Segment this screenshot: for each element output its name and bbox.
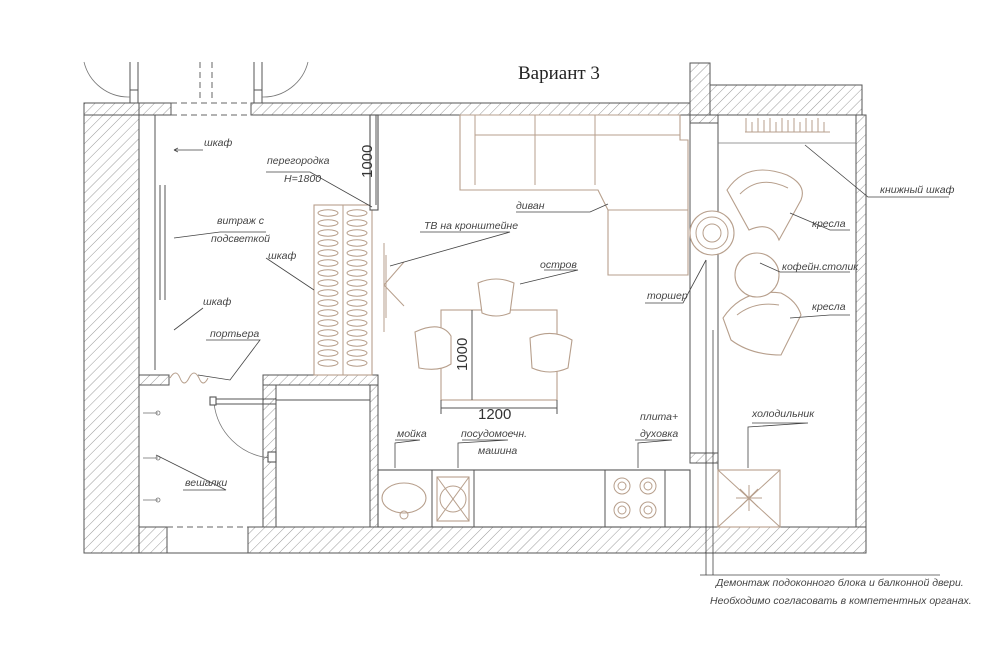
bottom-wall-left [138, 526, 168, 554]
partition-ornament [346, 269, 368, 277]
partition-ornament [346, 329, 368, 337]
label-tv: ТВ на кронштейне [424, 220, 518, 232]
floor-lamp [689, 210, 735, 256]
balcony-wall-top [709, 84, 863, 116]
partition-ornament [346, 259, 368, 267]
label-wardrobe-mid: шкаф [268, 250, 297, 262]
partition-ornament [317, 239, 339, 247]
partition-ornament [346, 249, 368, 257]
left-wall [83, 102, 140, 554]
label-wardrobe-top: шкаф [204, 137, 233, 149]
partition-ornament [346, 359, 368, 367]
kitchen-counter [377, 469, 691, 528]
partition-ornament [317, 229, 339, 237]
labels: шкаф перегородка H=1800 витраж с подсвет… [185, 137, 972, 607]
partition-ornament [317, 249, 339, 257]
top-wall-main [250, 102, 696, 116]
label-dishwasher-2: машина [478, 445, 517, 457]
label-bookcase: книжный шкаф [880, 184, 955, 196]
chair-top [477, 278, 515, 317]
chair-right [529, 332, 573, 373]
partition-ornament [346, 229, 368, 237]
label-stained-glass-2: подсветкой [211, 233, 270, 245]
kitchen-zone [377, 469, 691, 528]
partition-ornament [317, 209, 339, 217]
label-partition-height: H=1800 [284, 173, 321, 185]
note-line-1: Демонтаж подоконного блока и балконной д… [715, 577, 964, 589]
partition-ornament [317, 339, 339, 347]
label-stove: плита+ [640, 411, 678, 423]
partition-ornament [346, 309, 368, 317]
label-hangers: вешалки [185, 477, 227, 489]
leader-lines [155, 144, 949, 576]
partition-ornament [346, 289, 368, 297]
armchair-top [726, 169, 803, 242]
sink [381, 482, 427, 514]
walls [83, 61, 867, 554]
label-wardrobe-low: шкаф [203, 296, 232, 308]
label-dishwasher: посудомоечн. [461, 428, 527, 440]
plan-title: Вариант 3 [518, 63, 600, 84]
label-coffee-table: кофейн.столик [782, 261, 859, 273]
armchair-bottom [722, 291, 802, 356]
label-fridge: холодильник [751, 408, 815, 420]
partition-ornament [317, 319, 339, 327]
partition-ornament [317, 269, 339, 277]
label-sink: мойка [397, 428, 427, 440]
label-armchairs-top: кресла [812, 218, 846, 230]
partition-ornament [346, 349, 368, 357]
partition-ornament [317, 329, 339, 337]
balcony-zone [689, 118, 856, 528]
partition-ornament [346, 339, 368, 347]
label-sofa: диван [516, 200, 545, 212]
partition-ornament [317, 349, 339, 357]
label-stained-glass: витраж с [217, 215, 265, 227]
partition-ornament [346, 279, 368, 287]
sofa [459, 114, 689, 276]
label-stove-2: духовка [640, 428, 678, 440]
partition-ornament [317, 289, 339, 297]
partition-ornament [346, 219, 368, 227]
dim-table-length: 1200 [478, 406, 511, 423]
dim-partition: 1000 [359, 145, 376, 178]
balcony-wall-left [689, 62, 711, 116]
partition-ornament [317, 219, 339, 227]
top-wall-left [138, 102, 172, 116]
label-floor-lamp: торшер [647, 290, 688, 302]
partition-ornament [346, 239, 368, 247]
note-line-2: Необходимо согласовать в компетентных ор… [710, 595, 972, 607]
partition-ornament [346, 319, 368, 327]
partition-ornament [317, 299, 339, 307]
partition-ornament [317, 259, 339, 267]
hallway-zone [143, 114, 379, 503]
balcony-wall-right [855, 114, 867, 532]
bookcase [745, 118, 830, 133]
label-portiere: портьера [210, 328, 259, 340]
label-island: остров [540, 259, 577, 271]
chair-left [414, 326, 452, 370]
partition-ornament [346, 299, 368, 307]
label-armchairs-bottom: кресла [812, 301, 846, 313]
living-zone [375, 114, 689, 414]
partition-ornament [346, 209, 368, 217]
label-partition: перегородка [267, 155, 330, 167]
coffee-table [734, 252, 780, 298]
partition-ornament [317, 279, 339, 287]
partition-ornament [317, 359, 339, 367]
bottom-wall-main [247, 526, 867, 554]
partition-ornament [317, 309, 339, 317]
stove [613, 477, 657, 519]
dim-table-width: 1000 [454, 338, 471, 371]
